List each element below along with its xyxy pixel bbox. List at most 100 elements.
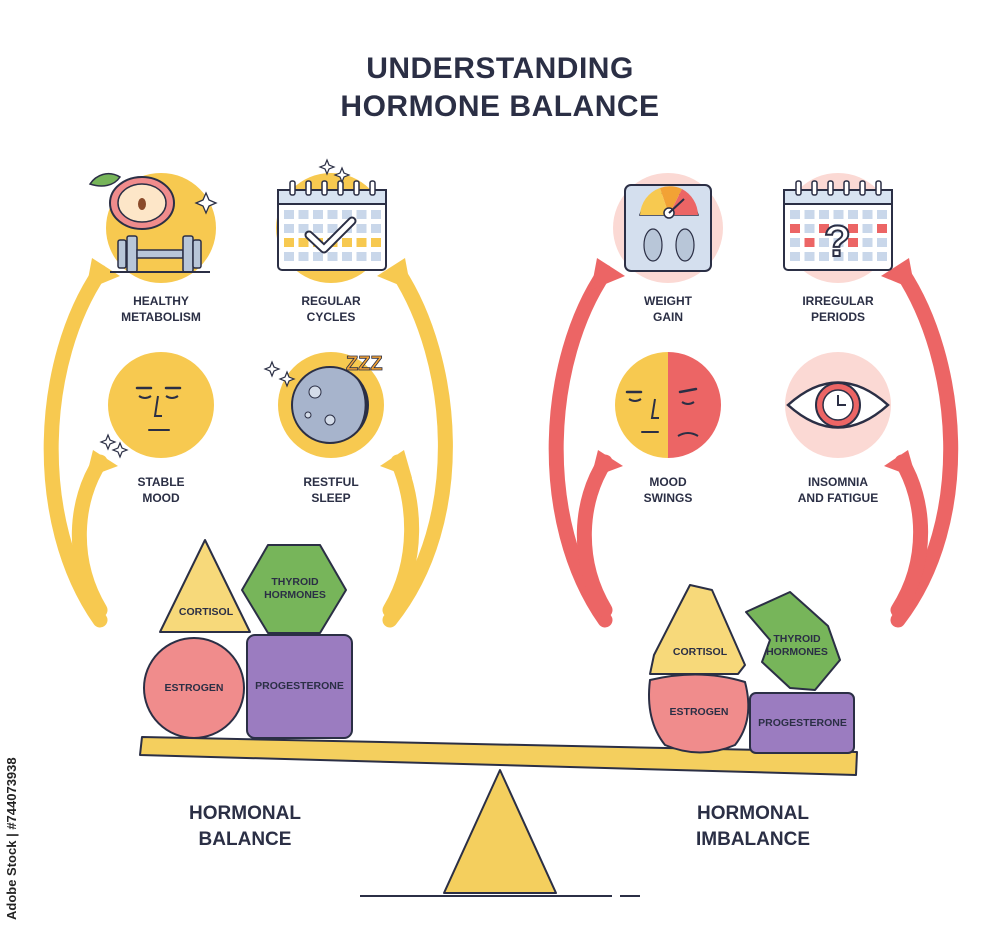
title-line-1: UNDERSTANDING: [366, 52, 634, 85]
arrow-inner-left-red: [576, 454, 613, 618]
calendar-day-cell: [342, 252, 352, 261]
imbalance-hormone-stack: [648, 584, 855, 754]
svg-text:?: ?: [824, 217, 851, 266]
calendar-day-cell: [284, 224, 294, 233]
calendar-day-cell: [790, 252, 800, 261]
calendar-day-cell: [327, 252, 338, 261]
cortisol-triangle: [159, 539, 251, 633]
calendar-grid-red: [790, 210, 887, 261]
arrow-outer-right-red: [890, 264, 959, 628]
calendar-day-cell: [371, 210, 381, 219]
moon-zzz-icon: ZZZ: [263, 352, 384, 458]
calendar-day-cell: [790, 224, 800, 233]
calendar-day-cell: [862, 210, 873, 219]
calendar-day-cell: [327, 224, 338, 233]
hormone-label-cortisol-imbalance: CORTISOL: [672, 646, 728, 658]
progesterone-rect: [749, 692, 855, 754]
calendar-day-cell: [804, 252, 815, 261]
calendar-day-cell: [877, 210, 887, 219]
arrow-outer-left: [43, 264, 108, 628]
calendar-day-cell: [313, 252, 323, 261]
imbalance-arrows: [548, 264, 959, 628]
balance-arrowheads: [86, 258, 412, 478]
hormone-label-progesterone-imbalance: PROGESTERONE: [758, 717, 847, 729]
calendar-day-cell: [284, 252, 294, 261]
calendar-day-cell: [790, 210, 800, 219]
calendar-day-cell: [371, 224, 381, 233]
balance-arrows: [43, 264, 453, 628]
arrow-inner-left: [71, 454, 108, 618]
calendar-day-cell: [862, 238, 873, 247]
estrogen-circle: [143, 637, 245, 739]
calendar-day-cell: [833, 210, 844, 219]
calendar-day-cell: [298, 210, 309, 219]
calendar-day-cell: [819, 210, 829, 219]
calendar-day-cell: [298, 238, 309, 247]
balance-hormone-stack: [143, 539, 353, 739]
calendar-day-cell: [877, 238, 887, 247]
calendar-day-cell: [356, 238, 367, 247]
calendar-day-cell: [356, 210, 367, 219]
seesaw-plank: [139, 736, 858, 776]
calendar-day-cell: [833, 238, 844, 247]
calendar-day-cell: [833, 252, 844, 261]
calendar-day-cell: [284, 210, 294, 219]
calendar-day-cell: [327, 210, 338, 219]
calendar-day-cell: [342, 238, 352, 247]
svg-text:ZZZ: ZZZ: [346, 353, 383, 375]
calendar-check-icon: [276, 158, 387, 283]
calendar-day-cell: [356, 252, 367, 261]
calendar-day-cell: [804, 210, 815, 219]
calendar-day-cell: [298, 224, 309, 233]
calendar-day-cell: [819, 224, 829, 233]
arrow-inner-right-red: [890, 454, 929, 618]
calendar-day-cell: [819, 238, 829, 247]
calendar-day-cell: [862, 224, 873, 233]
calendar-day-cell: [298, 252, 309, 261]
arrow-outer-left-red: [548, 264, 613, 628]
cortisol-broken-triangle: [649, 584, 746, 675]
calendar-day-cell: [848, 210, 858, 219]
calendar-day-cell: [342, 210, 352, 219]
calendar-day-cell: [862, 252, 873, 261]
calendar-day-cell: [313, 210, 323, 219]
calendar-day-cell: [790, 238, 800, 247]
estrogen-blob: [648, 673, 750, 754]
calendar-day-cell: [371, 238, 381, 247]
arrow-outer-right: [382, 264, 453, 628]
hormone-label-estrogen-imbalance: ESTROGEN: [669, 706, 729, 718]
title-line-2: HORMONE BALANCE: [340, 90, 660, 123]
calendar-day-cell: [819, 252, 829, 261]
calendar-day-cell: [371, 252, 381, 261]
calm-face-icon: [99, 352, 214, 459]
stock-credit: Adobe Stock | #744073938: [4, 757, 19, 920]
split-face-icon: [615, 352, 721, 458]
calendar-day-cell: [877, 224, 887, 233]
seesaw: [139, 736, 858, 897]
apple-dumbbell-icon: [88, 173, 218, 283]
hormone-label-estrogen: ESTROGEN: [164, 682, 224, 694]
hormone-label-cortisol: CORTISOL: [178, 606, 234, 618]
progesterone-square: [246, 634, 353, 739]
calendar-day-cell: [848, 224, 858, 233]
calendar-day-cell: [848, 238, 858, 247]
calendar-day-cell: [284, 238, 294, 247]
imbalance-arrowheads: [591, 258, 916, 478]
arrow-inner-right: [382, 454, 420, 618]
calendar-day-cell: [804, 224, 815, 233]
calendar-question-icon: ?: [783, 173, 893, 283]
calendar-day-cell: [313, 224, 323, 233]
calendar-day-cell: [877, 252, 887, 261]
